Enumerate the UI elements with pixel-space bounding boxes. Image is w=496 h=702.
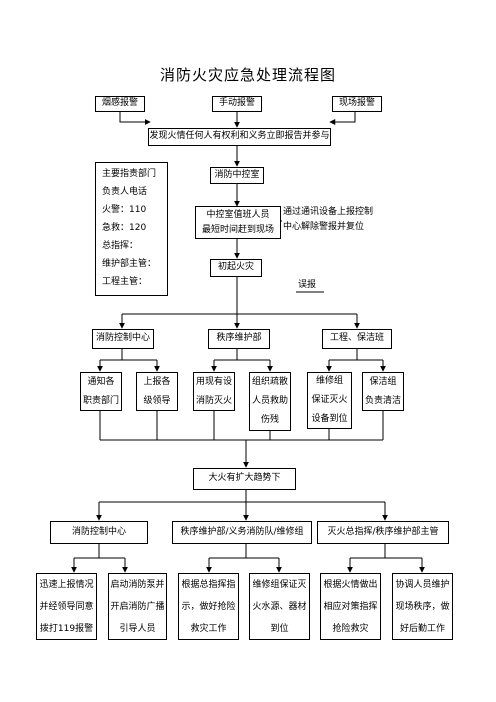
duty-list-item: 主要指责部门 bbox=[102, 169, 157, 179]
reset-note-line: 中心解除警报并复位 bbox=[283, 222, 365, 232]
reset-note-line: 通过通讯设备上报控制 bbox=[283, 207, 374, 217]
security-dept-box: 秩序维护部 bbox=[208, 329, 270, 349]
action-line: 级领导 bbox=[143, 395, 171, 406]
fire-control-center-box-2: 消防控制中心 bbox=[50, 521, 148, 544]
action-line: 伤残 bbox=[260, 415, 279, 425]
duty-list-item: 总指挥： bbox=[102, 241, 139, 251]
action-line: 消防灭火 bbox=[195, 395, 232, 406]
duty-list-item: 负责人电话 bbox=[102, 187, 148, 197]
action-line: 根据火情做出 bbox=[323, 579, 378, 590]
response-measures-box: 根据火情做出 相应对策指挥 抢险救灾 bbox=[320, 573, 381, 640]
early-fire-box: 初起火灾 bbox=[210, 259, 262, 277]
action-line: 设备到位 bbox=[311, 414, 348, 424]
action-line: 到位 bbox=[270, 623, 289, 634]
duty-list-item: 火警：110 bbox=[102, 205, 147, 215]
engineering-cleaning-box: 工程、保洁班 bbox=[322, 329, 392, 349]
action-line: 引导人员 bbox=[119, 623, 156, 634]
false-alarm-label: 误报 bbox=[298, 280, 317, 290]
onsite-alarm-box: 现场报警 bbox=[332, 96, 382, 112]
action-line: 好后勤工作 bbox=[399, 623, 445, 634]
fire-control-center-box: 消防控制中心 bbox=[92, 329, 154, 349]
manual-alarm-box: 手动报警 bbox=[212, 96, 262, 112]
duty-staff-line: 中控室值班人员 bbox=[206, 209, 270, 220]
follow-command-box: 根据总指挥指 示，做好抢险 救灾工作 bbox=[178, 573, 239, 640]
duty-list-item: 维护部主管： bbox=[102, 259, 157, 269]
cleaning-team-box: 保洁组 负责清洁 bbox=[362, 372, 404, 411]
duty-contact-list: 主要指责部门 负责人电话 火警：110 急救：120 总指挥： 维护部主管： 工… bbox=[95, 162, 168, 296]
action-line: 保洁组 bbox=[369, 376, 397, 387]
evacuation-rescue-box: 组织疏散 人员救助 伤残 bbox=[249, 372, 291, 431]
action-line: 迅速上报情况 bbox=[39, 579, 94, 590]
notify-departments-box: 通知各 职责部门 bbox=[80, 372, 122, 411]
action-line: 上报各 bbox=[143, 376, 171, 387]
action-line: 现场秩序，做 bbox=[395, 601, 450, 612]
coordinate-logistics-box: 协调人员维护 现场秩序，做 好后勤工作 bbox=[392, 573, 453, 640]
action-line: 负责清洁 bbox=[364, 395, 401, 406]
action-line: 人员救助 bbox=[251, 396, 288, 406]
report-bar: 发现火情任何人有权利和义务立即报告并参与 bbox=[148, 128, 331, 146]
action-line: 保证灭火 bbox=[311, 395, 348, 405]
start-pump-broadcast-box: 启动消防泵并 开启消防广播 引导人员 bbox=[108, 573, 167, 640]
smoke-alarm-box: 烟感报警 bbox=[95, 96, 145, 112]
action-line: 示，做好抢险 bbox=[181, 601, 236, 612]
action-line: 开启消防广播 bbox=[110, 601, 165, 612]
action-line: 启动消防泵并 bbox=[110, 579, 165, 590]
reset-note: 通过通讯设备上报控制 中心解除警报并复位 bbox=[283, 207, 373, 237]
duty-staff-box: 中控室值班人员 最短时间赶到现场 bbox=[195, 206, 281, 239]
escalation-box: 大火有扩大趋势下 bbox=[193, 468, 296, 490]
page-title: 消防火灾应急处理流程图 bbox=[159, 66, 336, 84]
action-line: 通知各 bbox=[87, 376, 115, 387]
action-line: 救灾工作 bbox=[190, 623, 227, 634]
action-line: 职责部门 bbox=[82, 395, 119, 406]
duty-list-item: 工程主管： bbox=[102, 277, 148, 287]
action-line: 用现有设 bbox=[195, 376, 232, 387]
action-line: 抢险救灾 bbox=[332, 623, 369, 634]
security-fire-team-box: 秩序维护部/义务消防队/维修组 bbox=[172, 521, 312, 544]
action-line: 火水源、器材 bbox=[252, 601, 307, 612]
action-line: 拨打119报警 bbox=[39, 623, 94, 634]
maintenance-team-box: 维修组 保证灭火 设备到位 bbox=[307, 372, 352, 429]
action-line: 维修组 bbox=[315, 376, 343, 386]
action-line: 相应对策指挥 bbox=[323, 601, 378, 612]
ensure-water-equipment-box: 维修组保证灭 火水源、器材 到位 bbox=[249, 573, 310, 640]
action-line: 并经领导同意 bbox=[39, 601, 94, 612]
duty-list-item: 急救：120 bbox=[102, 223, 147, 233]
report-leaders-box: 上报各 级领导 bbox=[136, 372, 178, 411]
duty-staff-line: 最短时间赶到现场 bbox=[201, 224, 274, 235]
control-room-box: 消防中控室 bbox=[210, 167, 264, 184]
fire-commander-box: 灭火总指挥/秩序维护部主管 bbox=[317, 521, 449, 544]
action-line: 组织疏散 bbox=[251, 377, 288, 387]
action-line: 维修组保证灭 bbox=[252, 579, 307, 590]
action-line: 协调人员维护 bbox=[395, 579, 450, 590]
report-call-119-box: 迅速上报情况 并经领导同意 拨打119报警 bbox=[36, 573, 97, 640]
extinguish-fire-box: 用现有设 消防灭火 bbox=[193, 372, 235, 411]
action-line: 根据总指挥指 bbox=[181, 579, 236, 590]
